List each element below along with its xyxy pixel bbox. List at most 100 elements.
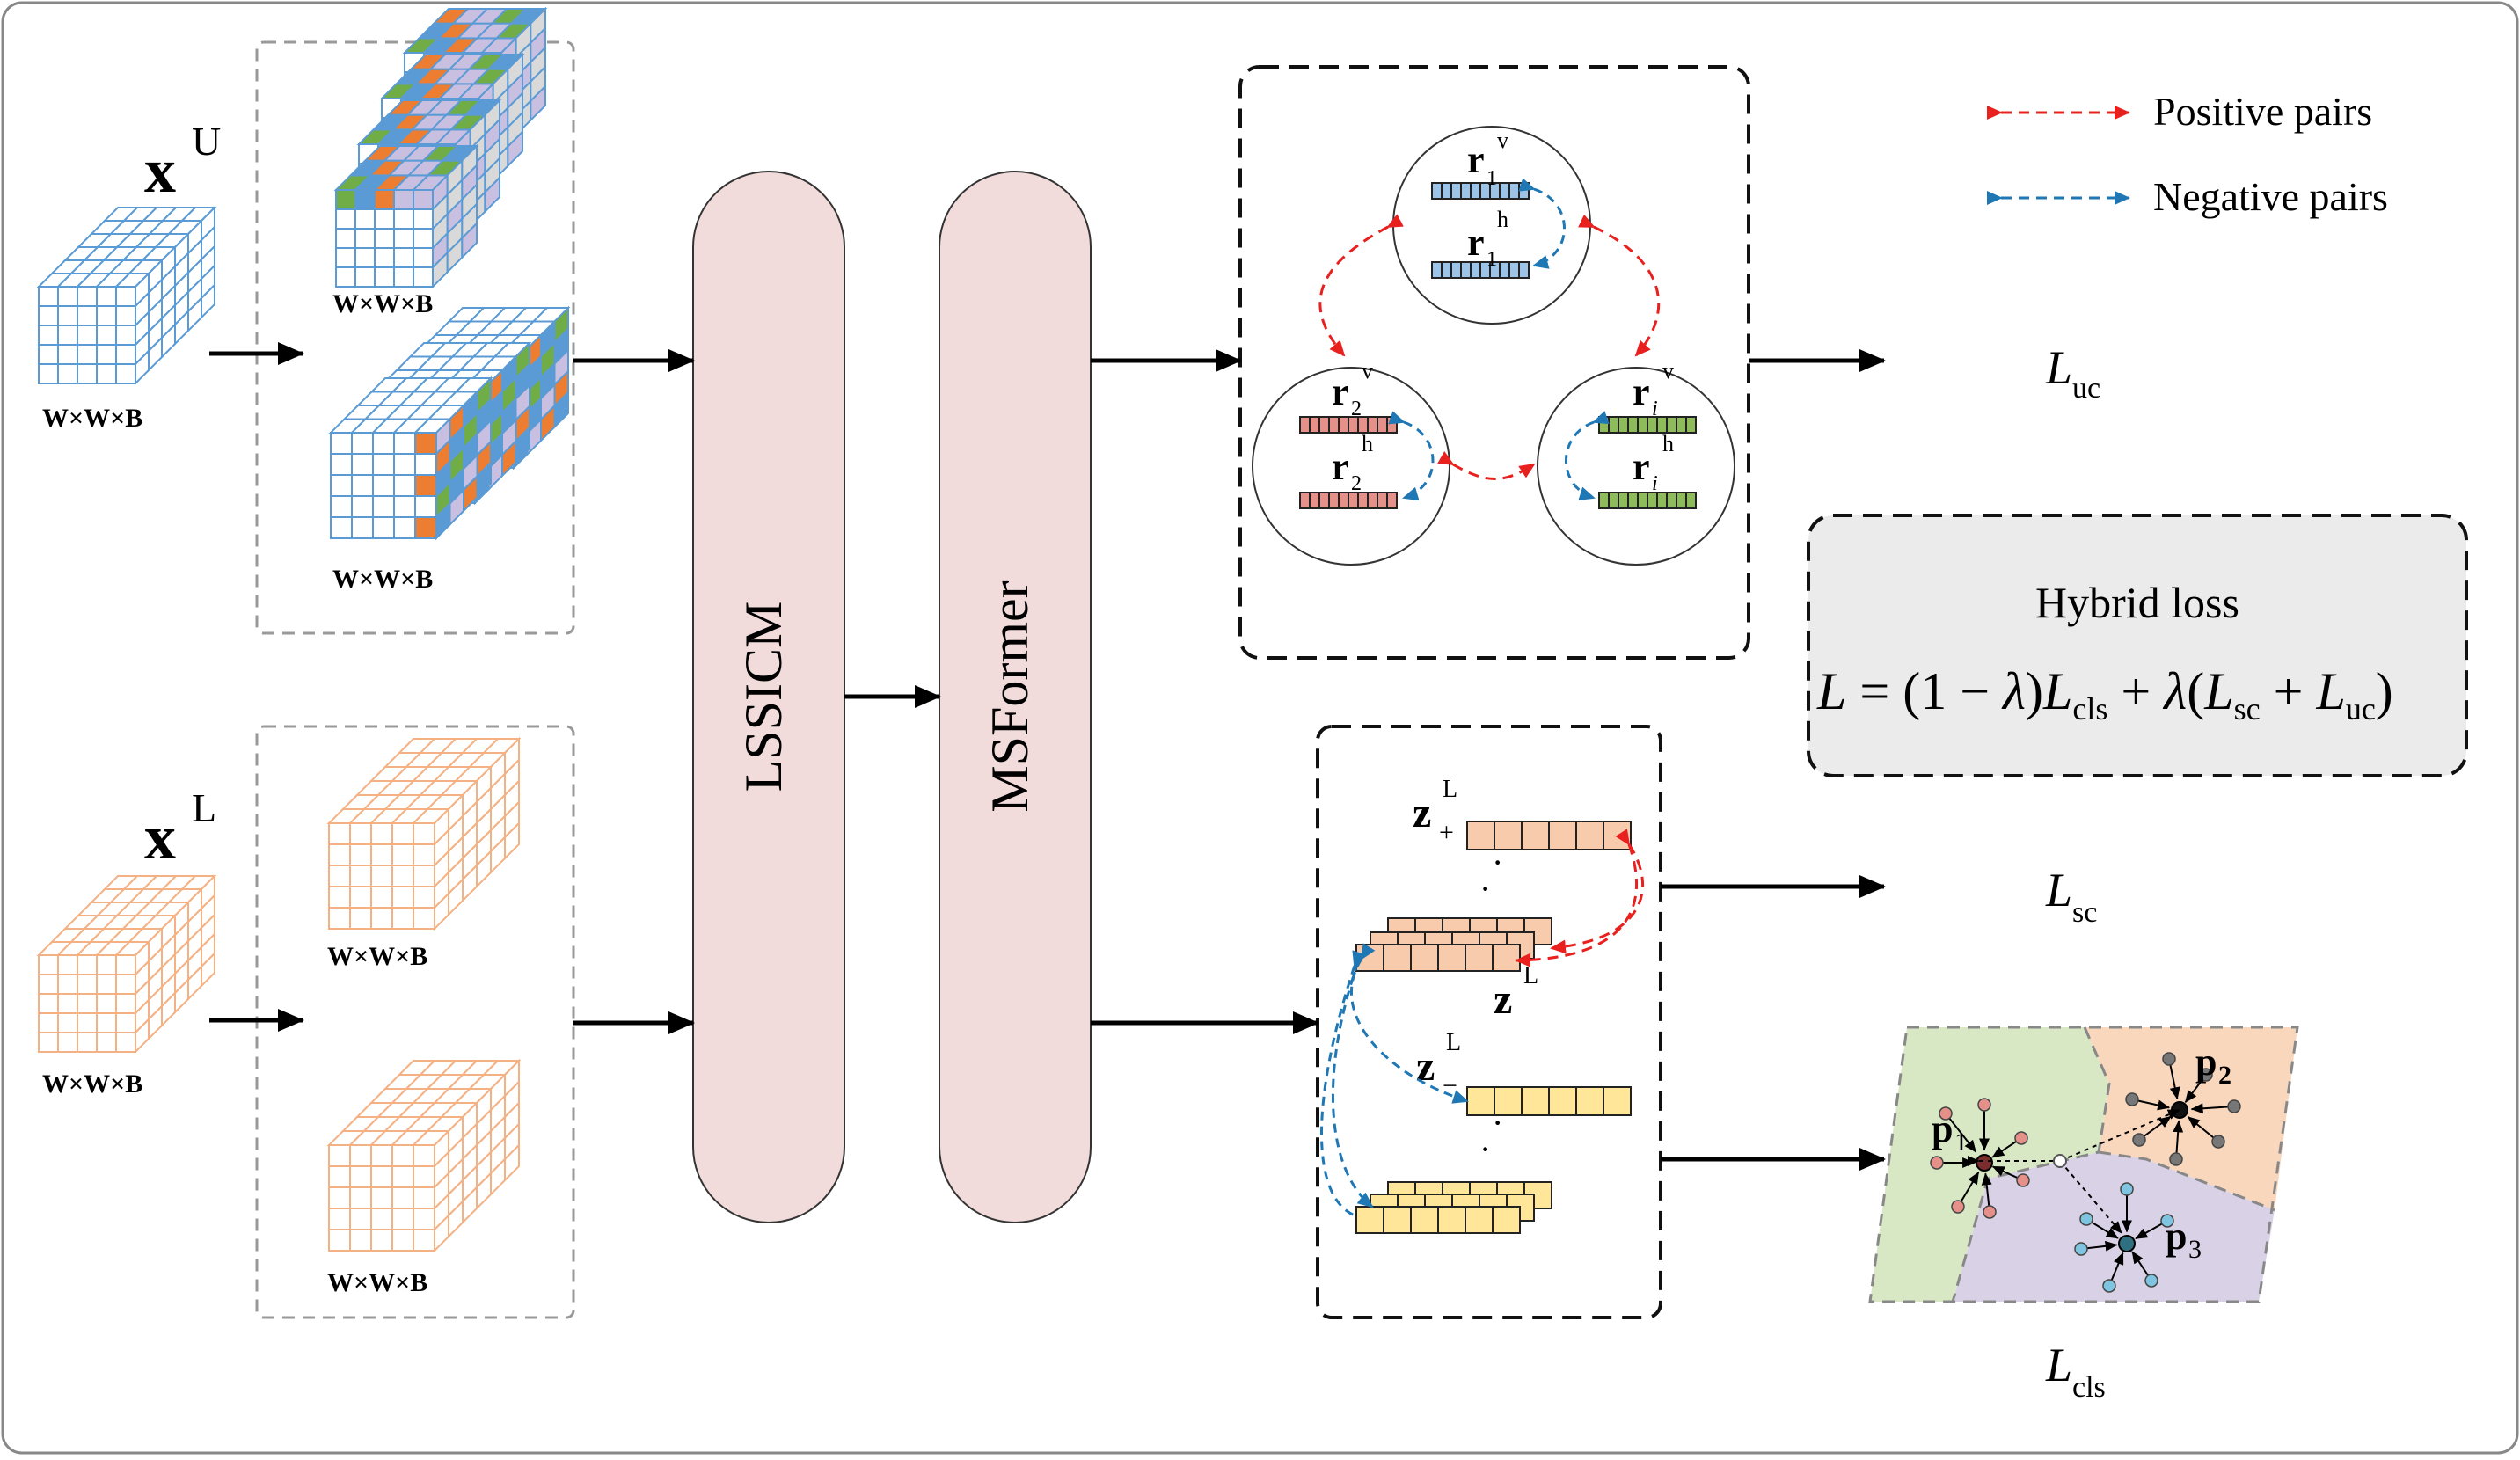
hybrid-loss-box	[1807, 514, 2468, 777]
bar-ri-v-cell	[1676, 416, 1687, 434]
cube-xl-front-cell	[96, 974, 117, 995]
cube-xu-front-cell	[96, 344, 117, 365]
cube-xl-front-cell	[115, 1012, 136, 1033]
cube-aug-u1-layer-side-cell	[507, 129, 523, 169]
cube-aug-l1-front-cell	[413, 865, 435, 887]
bar-ri-h-cell	[1608, 492, 1619, 509]
cube-aug-u2-layer-front-cell	[351, 474, 374, 497]
cube-aug-l1-front-cell	[370, 886, 393, 909]
cube-xl-front-cell	[115, 1032, 136, 1053]
cube-aug-u1-layer-front-cell	[354, 228, 376, 249]
cube-aug-l2-front-cell	[370, 1144, 393, 1167]
bar-r2-h-cell	[1367, 492, 1378, 509]
cluster-p1-sample	[2014, 1131, 2028, 1145]
cube-aug-u1-layer-side-cell	[461, 221, 478, 260]
eq-uc-sub: uc	[2346, 691, 2376, 726]
cube-aug-l2-front-cell	[328, 1186, 351, 1209]
dims-label-xu: W×W×B	[42, 404, 142, 433]
cube-aug-l1	[326, 736, 522, 931]
lcls-L: L	[2045, 1339, 2072, 1391]
sup-pos-arc-2	[1515, 843, 1638, 967]
cube-aug-u2-layer-front-cell	[372, 516, 395, 539]
cube-xu-front-cell	[96, 286, 117, 307]
cube-aug-u1-layer-front-cell	[374, 266, 395, 288]
cube-aug-u1-layer-front-cell	[354, 208, 376, 230]
bar-ri-h-cell	[1627, 492, 1639, 509]
cube-aug-l2	[326, 1058, 522, 1253]
input-labeled-symbol: x L	[144, 785, 216, 872]
bar-r2-h-cell	[1377, 492, 1388, 509]
cube-aug-l1-front-cell	[349, 822, 372, 845]
r1h-label: r	[1467, 221, 1485, 264]
cube-aug-u2-layer-front-cell	[414, 474, 437, 497]
cube-xu-front-cell	[57, 305, 78, 326]
bar-z-anchor-front-cell	[1410, 944, 1439, 972]
cube-aug-l2-front-cell	[413, 1144, 435, 1167]
cube-aug-u2-layer-front-cell	[372, 432, 395, 455]
cluster-p2-sample	[2132, 1133, 2146, 1147]
bar-z-plus-cell	[1603, 821, 1632, 850]
cube-aug-u1-layer-front-cell	[393, 208, 414, 230]
r2h-sub: 2	[1351, 472, 1362, 495]
bar-z-minus-cell	[1466, 1086, 1495, 1116]
cube-aug-u2-layer-side-cell	[515, 425, 530, 464]
cube-xu-front-cell	[77, 344, 98, 365]
cube-xu-front-cell	[96, 363, 117, 384]
r1v-sup: v	[1497, 128, 1508, 153]
input-unlabeled-symbol: x U	[144, 119, 221, 206]
cluster-p1-sample	[2016, 1173, 2030, 1187]
lsc-L: L	[2045, 864, 2072, 916]
bar-z-plus-cell	[1466, 821, 1495, 850]
x-l-superscript: L	[192, 785, 216, 830]
flow-arrows	[209, 342, 1886, 1171]
eq-L: L	[1816, 662, 1846, 720]
cluster-p1-sample	[1951, 1200, 1965, 1214]
ellipsis-neg-1: ·	[1492, 1103, 1503, 1142]
bar-r1-v-cell	[1441, 182, 1452, 200]
cube-aug-l2-front-cell	[349, 1229, 372, 1252]
cube-aug-l1-front-cell	[349, 865, 372, 887]
sup-pos-arc-1	[1550, 829, 1645, 954]
cube-aug-u1-layer-side-cell	[530, 84, 546, 123]
bar-ri-h-cell	[1598, 492, 1610, 509]
dims-label-aug-l1: W×W×B	[327, 942, 427, 971]
p2-sub: 2	[2218, 1061, 2231, 1090]
cube-aug-l1-front-cell	[391, 843, 414, 866]
eq-L-sc: L	[2203, 662, 2233, 720]
cluster-p3-center	[2118, 1235, 2136, 1252]
bar-ri-v-cell	[1598, 416, 1610, 434]
cluster-p3-sample	[2160, 1214, 2174, 1228]
eq-lambda-2: λ	[2162, 662, 2187, 720]
cube-aug-u1-layer-front-cell	[374, 228, 395, 249]
bar-z-anchor-front	[1355, 944, 1521, 972]
dims-label-aug-u1: W×W×B	[332, 289, 433, 318]
cube-layer	[36, 6, 571, 1253]
legend: Positive pairs Negative pairs	[1987, 89, 2388, 219]
cluster-p1	[1930, 1098, 2030, 1219]
cube-aug-u2-layer-front-cell	[414, 432, 437, 455]
sup-positive-arcs	[1515, 829, 1645, 967]
dims-label-xl: W×W×B	[42, 1069, 142, 1099]
cube-xu-front-cell	[38, 325, 59, 346]
cube-aug-u2-layer-side-cell	[553, 390, 569, 429]
eq-sc-sub: sc	[2234, 691, 2261, 726]
cube-xu-side-cell	[201, 282, 215, 320]
proto-panel-border	[1868, 1026, 2299, 1303]
loss-cls: L cls	[2045, 1339, 2106, 1404]
cube-aug-u1-layer-front-cell	[393, 228, 414, 249]
cluster-p2-sample	[2169, 1152, 2183, 1166]
cube-xu-front-cell	[115, 286, 136, 307]
bar-ri-v-cell	[1608, 416, 1619, 434]
p1-sub: 1	[1954, 1128, 1968, 1157]
cube-aug-u2-layer-front-cell	[393, 516, 416, 539]
cube-aug-u2-layer-front-cell	[414, 453, 437, 476]
rih-sub: i	[1652, 472, 1658, 495]
cube-xu-front-cell	[115, 344, 136, 365]
z-anchor-sup: L	[1523, 962, 1538, 989]
bar-r1-v-cell	[1431, 182, 1443, 200]
region-boundaries	[1951, 1026, 2275, 1303]
cluster-p2-sample	[2125, 1092, 2139, 1106]
cube-xl-front-cell	[38, 974, 59, 995]
cube-aug-l2-front-cell	[391, 1165, 414, 1188]
cube-aug-l1-front-cell	[349, 843, 372, 866]
